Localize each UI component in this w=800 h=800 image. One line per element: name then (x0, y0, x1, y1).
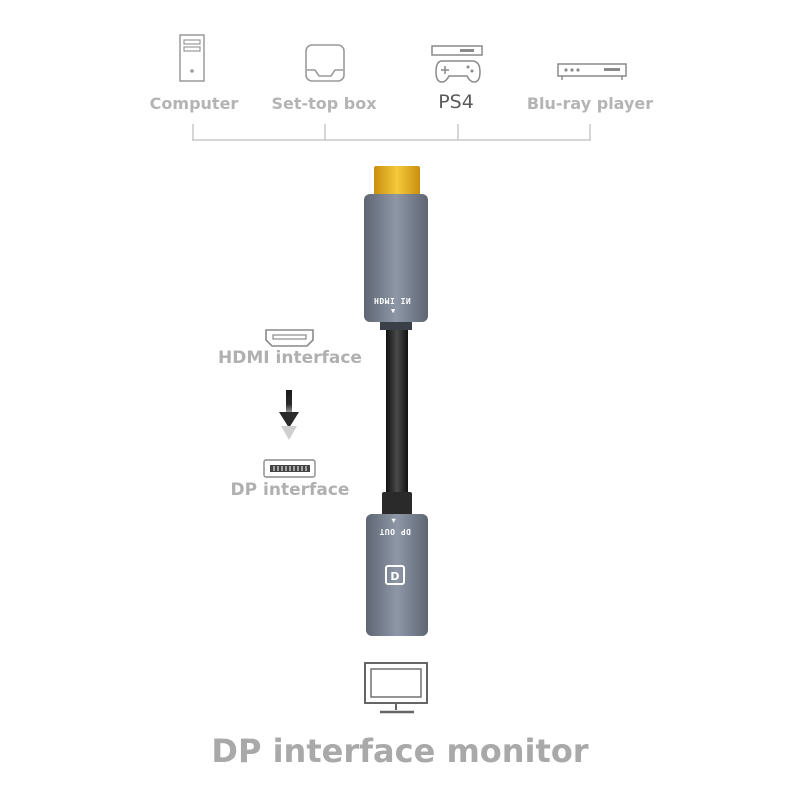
hdmi-interface-label: HDMI interface (218, 348, 362, 368)
hdmi-in-label: HDMI IN (374, 296, 412, 305)
hdmi-to-dp-adapter (364, 166, 428, 636)
device-bracket-line (192, 124, 591, 141)
displayport-logo-icon: D (384, 564, 408, 588)
set-top-box-icon (303, 42, 349, 90)
monitor-icon (362, 660, 432, 720)
monitor-title: DP interface monitor (211, 732, 589, 770)
svg-text:D: D (390, 570, 399, 583)
down-arrow-icon (276, 388, 302, 448)
dp-interface-label: DP interface (230, 480, 350, 500)
hdmi-port-icon (264, 328, 316, 352)
device-label-ps4: PS4 (438, 91, 474, 113)
dp-out-label: DP OUT (379, 527, 411, 536)
device-label-computer: Computer (149, 94, 239, 113)
device-label-blu-ray-player: Blu-ray player (526, 94, 654, 113)
device-label-set-top-box: Set-top box (271, 94, 377, 113)
computer-tower-icon (178, 33, 208, 87)
game-console-icon (430, 44, 486, 90)
blu-ray-player-icon (556, 62, 630, 88)
dp-port-icon (262, 458, 318, 484)
dp-out-arrow: ▲ (391, 517, 396, 525)
hdmi-in-arrow: ▼ (391, 307, 396, 315)
